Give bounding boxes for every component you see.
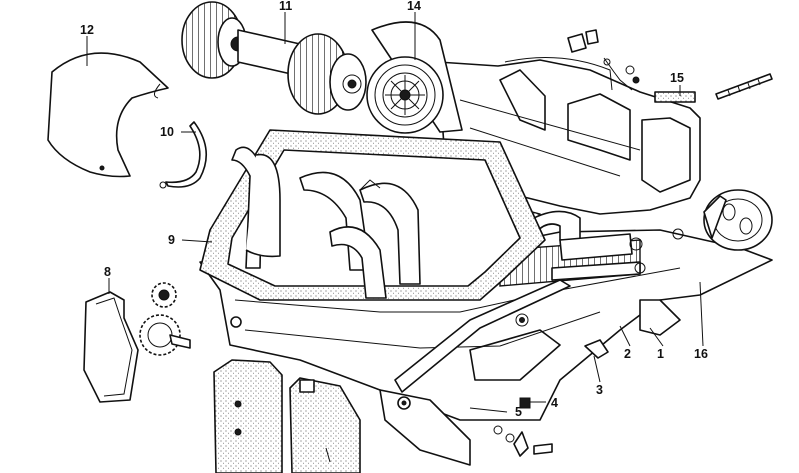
callout-15: 15: [670, 71, 684, 85]
blower-motor-assembly: [181, 1, 367, 115]
callout-11: 11: [279, 0, 292, 13]
foam-seal-blocks: [213, 359, 361, 473]
callout-labels: 12 11 14 15 10 9 8 1 2 16 3 4 5: [80, 0, 708, 419]
callout-8: 8: [104, 265, 111, 279]
blower-cover-half: [47, 52, 169, 178]
callout-2: 2: [624, 347, 631, 361]
callout-3: 3: [596, 383, 603, 397]
blower-outlet-ring: [366, 21, 463, 134]
gear-assembly: [139, 282, 242, 356]
blower-wheel-right: [287, 33, 367, 115]
side-cover-plate: [83, 291, 139, 403]
control-valve-disc: [672, 189, 773, 251]
leader-lines: [86, 12, 704, 463]
callout-4: 4: [551, 396, 558, 410]
mounting-hardware: [567, 29, 773, 103]
callout-1: 1: [657, 347, 664, 361]
callout-9: 9: [168, 233, 175, 247]
housing-frame: [199, 129, 546, 301]
callout-14: 14: [407, 0, 421, 13]
retaining-clip: [159, 121, 207, 189]
callout-16: 16: [694, 347, 708, 361]
blower-wheel-left: [181, 1, 247, 79]
lower-fasteners: [493, 339, 609, 457]
callout-12: 12: [80, 23, 94, 37]
callout-10: 10: [160, 125, 174, 139]
callout-5: 5: [515, 405, 522, 419]
